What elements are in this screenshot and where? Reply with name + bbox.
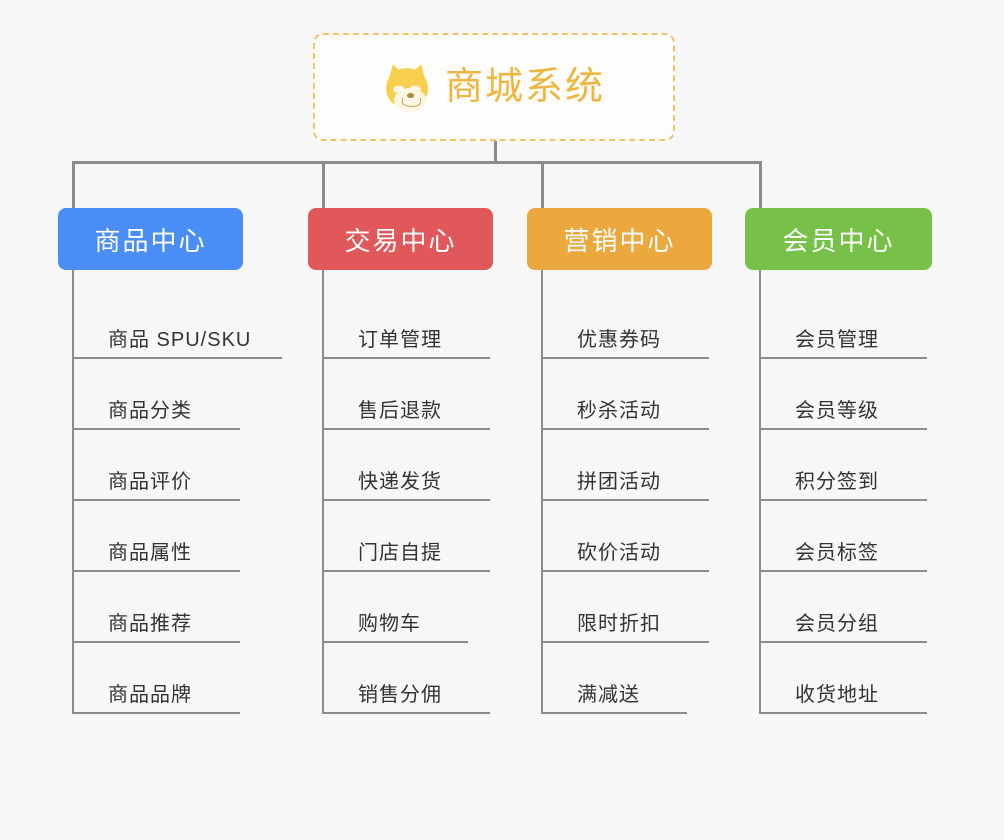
category-box-member-center[interactable]: 会员中心	[745, 208, 932, 270]
leaf-item[interactable]: 售后退款	[324, 359, 493, 430]
connector-drop-trade-center	[322, 161, 325, 208]
leaf-item-underline	[761, 428, 927, 430]
dog-face-icon	[383, 61, 431, 112]
column-trade-center: 交易中心订单管理售后退款快递发货门店自提购物车销售分佣	[308, 208, 493, 714]
leaf-item-underline	[74, 570, 240, 572]
leaf-item-label: 会员标签	[795, 542, 879, 564]
leaf-item-underline	[543, 357, 709, 359]
leaf-item[interactable]: 会员等级	[761, 359, 932, 430]
leaf-item-underline	[543, 712, 687, 714]
leaf-item-underline	[74, 499, 240, 501]
leaf-item-underline	[74, 641, 240, 643]
dog-head-icon	[385, 68, 428, 112]
leaf-item-label: 满减送	[577, 684, 640, 706]
leaf-item[interactable]: 商品属性	[74, 501, 251, 572]
leaf-item[interactable]: 砍价活动	[543, 501, 712, 572]
leaf-item-label: 限时折扣	[577, 613, 661, 635]
category-box-product-center[interactable]: 商品中心	[58, 208, 243, 270]
leaf-item[interactable]: 销售分佣	[324, 643, 493, 714]
leaf-item-label: 商品 SPU/SKU	[108, 329, 252, 351]
leaf-item-underline	[761, 357, 927, 359]
leaf-item-label: 会员管理	[795, 329, 879, 351]
leaf-item-underline	[74, 428, 240, 430]
leaf-list-trade-center: 订单管理售后退款快递发货门店自提购物车销售分佣	[322, 270, 493, 714]
leaf-item[interactable]: 拼团活动	[543, 430, 712, 501]
leaf-item[interactable]: 购物车	[324, 572, 493, 643]
dog-nose-icon	[406, 93, 414, 98]
leaf-item-underline	[761, 712, 927, 714]
leaf-item-underline	[324, 712, 490, 714]
leaf-item[interactable]: 商品 SPU/SKU	[74, 288, 282, 359]
leaf-item-label: 秒杀活动	[577, 400, 661, 422]
leaf-item-underline	[324, 499, 490, 501]
leaf-item-underline	[324, 357, 490, 359]
column-marketing-center: 营销中心优惠券码秒杀活动拼团活动砍价活动限时折扣满减送	[527, 208, 712, 714]
leaf-list-member-center: 会员管理会员等级积分签到会员标签会员分组收货地址	[759, 270, 932, 714]
leaf-item[interactable]: 会员管理	[761, 288, 932, 359]
leaf-item-label: 商品分类	[108, 400, 192, 422]
leaf-item-label: 商品品牌	[108, 684, 192, 706]
leaf-item[interactable]: 会员标签	[761, 501, 932, 572]
leaf-item[interactable]: 快递发货	[324, 430, 493, 501]
leaf-item-underline	[74, 357, 282, 359]
leaf-item-label: 砍价活动	[577, 542, 661, 564]
category-box-marketing-center[interactable]: 营销中心	[527, 208, 712, 270]
leaf-item-label: 会员分组	[795, 613, 879, 635]
leaf-item-underline	[543, 570, 709, 572]
root-node-mall-system[interactable]: 商城系统	[313, 33, 675, 141]
connector-drop-marketing-center	[541, 161, 544, 208]
leaf-item[interactable]: 会员分组	[761, 572, 932, 643]
connector-drop-product-center	[72, 161, 75, 208]
leaf-item[interactable]: 商品品牌	[74, 643, 251, 714]
leaf-item-label: 优惠券码	[577, 329, 661, 351]
leaf-item-label: 销售分佣	[358, 684, 442, 706]
leaf-item-label: 快递发货	[358, 471, 442, 493]
leaf-item-underline	[761, 641, 927, 643]
connector-horizontal-bus	[72, 161, 762, 164]
leaf-list-marketing-center: 优惠券码秒杀活动拼团活动砍价活动限时折扣满减送	[541, 270, 712, 714]
column-member-center: 会员中心会员管理会员等级积分签到会员标签会员分组收货地址	[745, 208, 932, 714]
leaf-item[interactable]: 商品分类	[74, 359, 251, 430]
leaf-item-label: 积分签到	[795, 471, 879, 493]
leaf-item-label: 商品属性	[108, 542, 192, 564]
leaf-item[interactable]: 满减送	[543, 643, 712, 714]
leaf-item-label: 商品推荐	[108, 613, 192, 635]
leaf-item-label: 收货地址	[795, 684, 879, 706]
leaf-item-label: 拼团活动	[577, 471, 661, 493]
leaf-item-label: 商品评价	[108, 471, 192, 493]
category-box-trade-center[interactable]: 交易中心	[308, 208, 493, 270]
column-product-center: 商品中心商品 SPU/SKU 商品分类商品评价商品属性商品推荐商品品牌	[58, 208, 282, 714]
leaf-item-label: 会员等级	[795, 400, 879, 422]
leaf-item[interactable]: 订单管理	[324, 288, 493, 359]
leaf-item-underline	[761, 570, 927, 572]
leaf-item-underline	[74, 712, 240, 714]
leaf-item[interactable]: 商品评价	[74, 430, 251, 501]
leaf-item[interactable]: 秒杀活动	[543, 359, 712, 430]
leaf-item-label: 售后退款	[358, 400, 442, 422]
leaf-item[interactable]: 优惠券码	[543, 288, 712, 359]
leaf-item[interactable]: 商品推荐	[74, 572, 251, 643]
leaf-item-underline	[543, 428, 709, 430]
dog-mouth-icon	[401, 98, 421, 107]
root-node-title: 商城系统	[444, 66, 605, 108]
connector-root-stem	[494, 141, 497, 163]
leaf-item-label: 门店自提	[358, 542, 442, 564]
leaf-item[interactable]: 限时折扣	[543, 572, 712, 643]
leaf-item-underline	[543, 499, 709, 501]
leaf-item[interactable]: 积分签到	[761, 430, 932, 501]
leaf-item-label: 订单管理	[358, 329, 442, 351]
leaf-item-underline	[324, 428, 490, 430]
leaf-item-underline	[324, 570, 490, 572]
leaf-item-underline	[324, 641, 468, 643]
leaf-item-underline	[761, 499, 927, 501]
leaf-item[interactable]: 门店自提	[324, 501, 493, 572]
leaf-list-product-center: 商品 SPU/SKU 商品分类商品评价商品属性商品推荐商品品牌	[72, 270, 282, 714]
leaf-item-label: 购物车	[358, 613, 421, 635]
connector-drop-member-center	[759, 161, 762, 208]
leaf-item[interactable]: 收货地址	[761, 643, 932, 714]
leaf-item-underline	[543, 641, 709, 643]
